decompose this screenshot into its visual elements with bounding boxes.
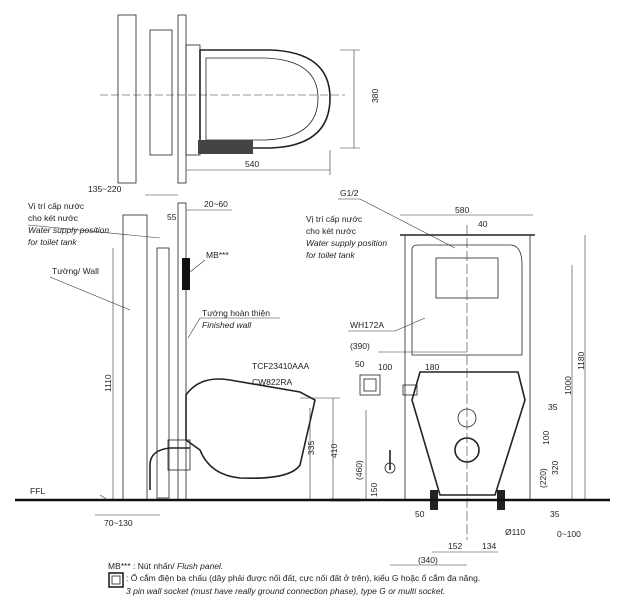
supply-label-vi-2: cho két nước bbox=[28, 213, 79, 223]
supply-label-vi: Vị trí cấp nước bbox=[28, 201, 85, 211]
wall-socket-icon bbox=[359, 374, 381, 396]
seat-inner-outline bbox=[205, 57, 319, 141]
ffl-label: FFL bbox=[30, 486, 45, 496]
bowl-model-label: CW822RA bbox=[252, 377, 292, 387]
dim-134: 134 bbox=[482, 541, 496, 551]
top-view: 380 540 bbox=[100, 14, 380, 184]
leader-line bbox=[99, 494, 109, 501]
leader-line bbox=[27, 224, 161, 239]
seat-hinge-unit bbox=[185, 44, 201, 156]
frame-model-label: WH172A bbox=[350, 320, 384, 330]
supply-label-en: Water supply position bbox=[28, 225, 109, 235]
wall bbox=[122, 214, 148, 501]
socket-icon-inner bbox=[111, 575, 121, 585]
dim-40: 40 bbox=[478, 219, 488, 229]
drain-pipe bbox=[149, 447, 190, 490]
finished-wall-hatch bbox=[177, 14, 187, 184]
supply-label-en: Water supply position bbox=[306, 238, 387, 248]
dim-100: 100 bbox=[541, 431, 551, 445]
supply-label-vi: Vị trí cấp nước bbox=[306, 214, 363, 224]
front-view: G1/2 580 40 Vị trí cấp nước cho két nước… bbox=[306, 188, 610, 566]
water-inlet bbox=[457, 408, 477, 428]
finished-wall-label-en: Finished wall bbox=[202, 320, 252, 330]
dim-335: 335 bbox=[306, 441, 316, 455]
supply-label-vi-2: cho két nước bbox=[306, 226, 357, 236]
legend-socket-en: 3 pin wall socket (must have really grou… bbox=[126, 586, 445, 596]
dim-390: (390) bbox=[350, 341, 370, 351]
legend-mb: MB*** : Nút nhấn/ Flush panel. bbox=[108, 561, 223, 571]
dim-50-top: 50 bbox=[355, 359, 365, 369]
seat-model-label: TCF23410AAA bbox=[252, 361, 309, 371]
finished-wall-label-vi: Tường hoàn thiện bbox=[202, 308, 270, 318]
dim-180: 180 bbox=[425, 362, 439, 372]
mb-label: MB*** bbox=[206, 250, 229, 260]
dim-110: Ø110 bbox=[505, 527, 525, 537]
legend-mb-en: Flush panel. bbox=[177, 561, 223, 571]
drain-connector bbox=[167, 439, 191, 471]
frame-inner bbox=[411, 244, 523, 356]
dim-580: 580 bbox=[455, 205, 469, 215]
frame-outline bbox=[404, 234, 531, 501]
dim-150: 150 bbox=[369, 483, 379, 497]
dim-35-top: 35 bbox=[548, 402, 558, 412]
dim-320: 320 bbox=[550, 461, 560, 475]
bracket bbox=[402, 384, 418, 396]
control-panel bbox=[198, 140, 253, 154]
g12-label: G1/2 bbox=[340, 188, 359, 198]
finished-wall bbox=[177, 202, 187, 501]
leader-line bbox=[359, 198, 456, 249]
dim-70-130: 70~130 bbox=[104, 518, 133, 528]
wall-socket-inner bbox=[363, 378, 377, 392]
seat-outline bbox=[199, 49, 331, 149]
legend-socket-vi: : Ổ cắm điện ba chấu (dây phải được nối … bbox=[126, 572, 480, 583]
dim-220: (220) bbox=[538, 468, 548, 488]
leader-line bbox=[189, 259, 206, 273]
dim-380: 380 bbox=[370, 89, 380, 103]
toilet-bowl-side bbox=[185, 378, 316, 480]
supply-valve bbox=[384, 462, 396, 474]
dim-1180: 1180 bbox=[576, 351, 586, 370]
toilet-bowl-front bbox=[411, 371, 526, 496]
flush-panel bbox=[182, 258, 190, 290]
dim-20-60: 20~60 bbox=[204, 199, 228, 209]
dim-152: 152 bbox=[448, 541, 462, 551]
drain-outlet bbox=[454, 437, 480, 463]
leader-line bbox=[49, 276, 131, 311]
leader-line bbox=[394, 317, 426, 332]
dim-340: (340) bbox=[418, 555, 438, 565]
frame-top bbox=[149, 29, 173, 156]
dim-35-bottom: 35 bbox=[550, 509, 560, 519]
frame-side bbox=[156, 247, 170, 499]
legend: MB*** : Nút nhấn/ Flush panel. : Ổ cắm đ… bbox=[108, 561, 480, 596]
dim-55: 55 bbox=[167, 212, 177, 222]
legend-mb-key: MB*** bbox=[108, 561, 131, 571]
dim-1110: 1110 bbox=[103, 374, 113, 392]
dim-0-100: 0~100 bbox=[557, 529, 581, 539]
dim-540: 540 bbox=[245, 159, 259, 169]
dim-50-bottom: 50 bbox=[415, 509, 425, 519]
dim-410: 410 bbox=[329, 444, 339, 458]
supply-label-en-2: for toilet tank bbox=[28, 237, 77, 247]
dim-1000: 1000 bbox=[563, 376, 573, 395]
side-view: 135~220 20~60 55 Vị trí cấp nước cho két… bbox=[15, 184, 360, 528]
dim-100-top: 100 bbox=[378, 362, 392, 372]
legend-mb-vi: : Nút nhấn/ bbox=[131, 561, 177, 571]
wall-label: Tường/ Wall bbox=[52, 266, 99, 276]
socket-icon bbox=[108, 572, 124, 588]
dim-135-220: 135~220 bbox=[88, 184, 122, 194]
dim-460: (460) bbox=[354, 460, 364, 480]
wall-hatch bbox=[117, 14, 137, 184]
supply-label-en-2: for toilet tank bbox=[306, 250, 355, 260]
leader-line bbox=[187, 317, 201, 339]
